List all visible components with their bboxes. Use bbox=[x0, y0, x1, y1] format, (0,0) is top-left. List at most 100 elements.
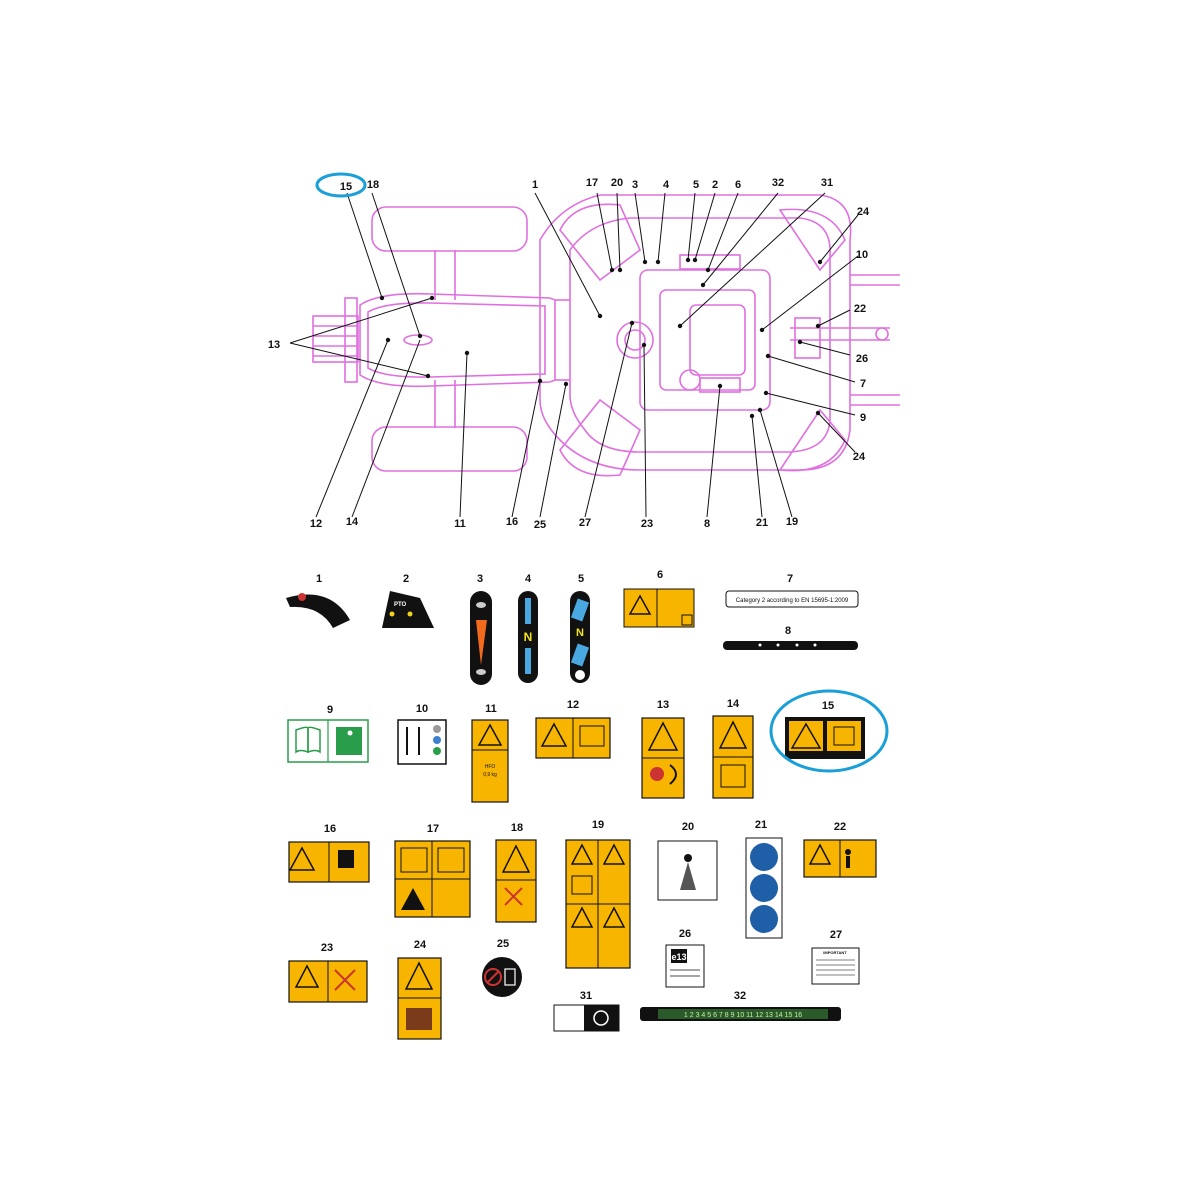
callout-13: 13 bbox=[268, 339, 280, 351]
decal-number-31: 31 bbox=[580, 990, 592, 1002]
decal-number-24: 24 bbox=[414, 939, 427, 951]
decal-number-16: 16 bbox=[324, 823, 336, 835]
callout-11: 11 bbox=[454, 518, 466, 530]
decal-25-no-fire bbox=[482, 957, 522, 997]
decal-31-mode-label bbox=[553, 1004, 620, 1032]
callout-32: 32 bbox=[772, 177, 784, 189]
decal-6-warning bbox=[623, 588, 695, 628]
callout-15: 15 bbox=[340, 181, 352, 193]
callout-3: 3 bbox=[632, 179, 638, 191]
decal-27-text: IMPORTANT bbox=[823, 950, 847, 955]
decal-32-scale-strip: 1 2 3 4 5 6 7 8 9 10 11 12 13 14 15 16 bbox=[640, 1007, 841, 1021]
callout-21: 21 bbox=[756, 517, 768, 529]
decal-number-5: 5 bbox=[578, 573, 584, 585]
callout-17: 17 bbox=[586, 177, 598, 189]
leader-lines bbox=[289, 192, 859, 518]
decal-number-20: 20 bbox=[682, 821, 694, 833]
decal-number-7: 7 bbox=[787, 573, 793, 585]
tractor-top-view bbox=[312, 194, 900, 477]
decal-number-1: 1 bbox=[316, 573, 322, 585]
decal-number-15: 15 bbox=[822, 700, 834, 712]
highlight-ring-decal-15 bbox=[769, 689, 889, 773]
decal-17-warning bbox=[394, 840, 471, 918]
decal-7-category-label: Category 2 according to EN 15695-1:2009 bbox=[725, 590, 859, 608]
decal-27-important-notice: IMPORTANT bbox=[811, 947, 860, 985]
callout-18: 18 bbox=[367, 179, 379, 191]
decal-11-refrigerant: HFO 0,9 kg bbox=[471, 719, 509, 803]
decal-number-9: 9 bbox=[327, 704, 333, 716]
decal-number-6: 6 bbox=[657, 569, 663, 581]
callout-23: 23 bbox=[641, 518, 653, 530]
decal-22-warning bbox=[803, 839, 877, 878]
decal-2-pto-text: PTO bbox=[394, 602, 407, 608]
decal-5-gear-selector: N bbox=[570, 591, 590, 683]
decal-26-homologation: e13 bbox=[665, 944, 705, 988]
decal-7-text: Category 2 according to EN 15695-1:2009 bbox=[736, 598, 849, 604]
leader-dots bbox=[379, 257, 823, 419]
decal-number-13: 13 bbox=[657, 699, 669, 711]
decal-15-warning bbox=[785, 717, 865, 759]
callout-5: 5 bbox=[693, 179, 699, 191]
decal-4-neutral: N bbox=[518, 591, 538, 683]
callout-24-top: 24 bbox=[857, 206, 870, 218]
decal-16-warning bbox=[288, 841, 370, 883]
decal-2-pto: PTO bbox=[382, 591, 434, 628]
decal-14-warning bbox=[712, 715, 754, 799]
decal-number-22: 22 bbox=[834, 821, 846, 833]
decal-3-speed-range bbox=[470, 591, 492, 685]
callout-27: 27 bbox=[579, 517, 591, 529]
decal-number-25: 25 bbox=[497, 938, 509, 950]
svg-text:0,9 kg: 0,9 kg bbox=[483, 772, 497, 778]
decal-12-warning bbox=[535, 717, 611, 759]
decal-number-10: 10 bbox=[416, 703, 428, 715]
callout-2: 2 bbox=[712, 179, 718, 191]
callout-6: 6 bbox=[735, 179, 741, 191]
decal-number-11: 11 bbox=[485, 703, 497, 715]
callout-14: 14 bbox=[346, 516, 359, 528]
decal-number-19: 19 bbox=[592, 819, 604, 831]
decal-32-text: 1 2 3 4 5 6 7 8 9 10 11 12 13 14 15 16 bbox=[684, 1012, 802, 1019]
callout-31: 31 bbox=[821, 177, 833, 189]
decal-4-neutral-text: N bbox=[524, 630, 533, 644]
decal-number-27: 27 bbox=[830, 929, 842, 941]
callout-20: 20 bbox=[611, 177, 623, 189]
decal-23-warning bbox=[288, 960, 368, 1003]
decal-24-warning bbox=[397, 957, 442, 1040]
svg-text:N: N bbox=[576, 627, 584, 639]
decal-number-4: 4 bbox=[525, 573, 532, 585]
decal-number-26: 26 bbox=[679, 928, 691, 940]
decal-18-warning bbox=[495, 839, 537, 923]
callout-12: 12 bbox=[310, 518, 322, 530]
decal-10-hydraulics bbox=[397, 719, 447, 765]
decal-1-throttle-dial bbox=[286, 593, 350, 628]
decal-number-32: 32 bbox=[734, 990, 746, 1002]
decal-26-text: e13 bbox=[671, 952, 686, 962]
decal-13-warning bbox=[641, 717, 685, 799]
decal-19-warning bbox=[565, 839, 631, 969]
decal-number-8: 8 bbox=[785, 625, 791, 637]
callout-9: 9 bbox=[860, 412, 866, 424]
callout-10: 10 bbox=[856, 249, 868, 261]
svg-text:HFO: HFO bbox=[485, 764, 496, 770]
callout-19: 19 bbox=[786, 516, 798, 528]
callout-8: 8 bbox=[704, 518, 710, 530]
decal-number-2: 2 bbox=[403, 573, 409, 585]
callout-16: 16 bbox=[506, 516, 518, 528]
callout-7: 7 bbox=[860, 378, 866, 390]
decal-8-strip bbox=[723, 641, 858, 650]
callout-22: 22 bbox=[854, 303, 866, 315]
decal-numbers: 1 2 3 4 5 6 7 8 9 10 11 12 13 14 15 16 1… bbox=[316, 569, 846, 1002]
callout-1: 1 bbox=[532, 179, 538, 191]
callout-4: 4 bbox=[663, 179, 670, 191]
decal-21-ppe bbox=[745, 837, 783, 939]
callout-25: 25 bbox=[534, 519, 546, 531]
callout-labels: 15 18 1 17 20 3 4 5 2 6 32 31 24 10 22 2… bbox=[268, 177, 870, 531]
decal-20-lever-diagram bbox=[657, 840, 718, 901]
decal-number-12: 12 bbox=[567, 699, 579, 711]
decal-number-14: 14 bbox=[727, 698, 740, 710]
decal-number-23: 23 bbox=[321, 942, 333, 954]
decal-number-3: 3 bbox=[477, 573, 483, 585]
callout-24-bottom: 24 bbox=[853, 451, 866, 463]
decal-number-21: 21 bbox=[755, 819, 767, 831]
